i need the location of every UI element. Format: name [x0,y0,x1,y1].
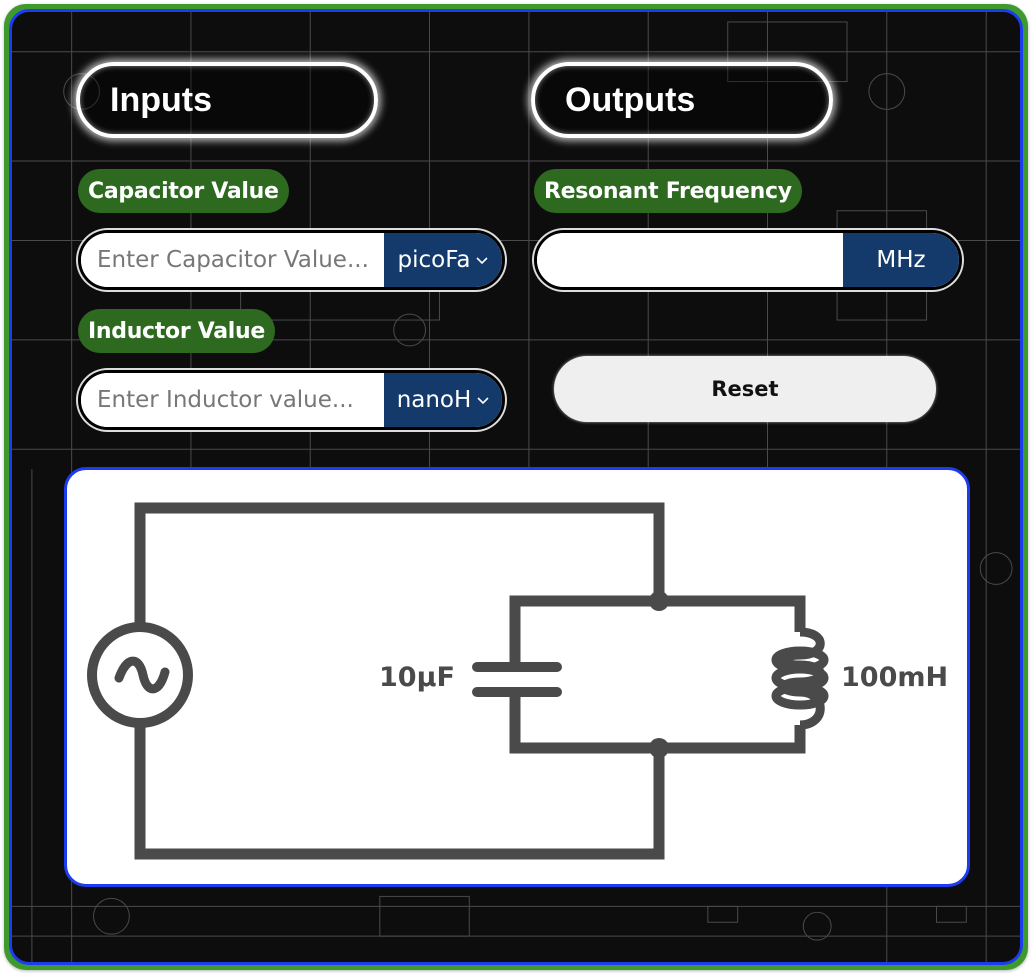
inductor-unit-select[interactable]: nanoH [384,373,502,427]
chevron-down-icon [477,397,489,405]
circuit-wire-tank-bottom [509,692,659,754]
resonant-frequency-output-group: MHz [534,230,962,290]
circuit-diagram-card: 10µF 100mH [64,467,970,887]
inductor-coil-icon [771,627,829,730]
capacitor-input-group: picoFa [78,230,505,290]
inputs-heading: Inputs [76,62,378,138]
circuit-wire-tank-top [509,595,659,667]
inductor-value-label: 100mH [841,662,948,693]
capacitor-symbol [472,662,562,697]
circuit-wire-top [134,502,665,625]
circuit-wire-bottom [134,724,665,860]
ac-source-icon [87,622,193,728]
frequency-unit: MHz [843,233,959,287]
resonant-frequency-output [537,233,843,287]
junction-node-top [649,591,669,611]
resonant-frequency-label: Resonant Frequency [534,169,802,213]
inductor-label: Inductor Value [78,309,276,353]
circuit-wire-tank-top-right [659,595,806,632]
calculator-panel: Inputs Capacitor Value picoFa Inductor V… [9,9,1023,965]
outputs-heading: Outputs [531,62,833,138]
capacitor-unit-value: picoFa [397,247,471,273]
capacitor-value-input[interactable] [81,233,384,287]
circuit-wire-tank-bottom-right [659,725,806,754]
chevron-down-icon [476,257,489,265]
capacitor-unit-select[interactable]: picoFa [384,233,502,287]
capacitor-label: Capacitor Value [78,169,289,213]
capacitor-value-label: 10µF [379,662,455,693]
inductor-input-group: nanoH [78,370,505,430]
inductor-value-input[interactable] [81,373,384,427]
lc-circuit-diagram: 10µF 100mH [87,502,948,860]
junction-node-bottom [649,738,669,758]
inductor-unit-value: nanoH [396,387,472,413]
reset-button[interactable]: Reset [554,356,936,422]
